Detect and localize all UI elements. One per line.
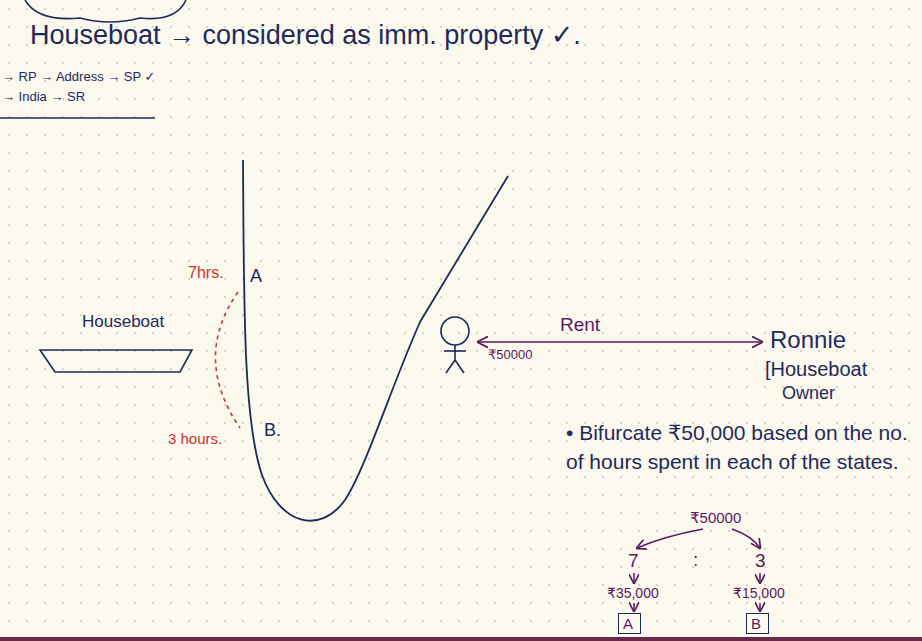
river-line [243,160,508,521]
underline [0,117,155,119]
role-label: [Houseboat [765,358,867,381]
time-label: 3 hours. [168,430,222,447]
role-label: Owner [782,383,835,404]
ratio-part: 3 [755,550,766,572]
boat-label: Houseboat [82,312,164,332]
answer-box: A [618,613,641,634]
amount-label: ₹50000 [690,509,741,526]
rent-arrow [478,341,762,343]
person-name: Ronnie [770,326,846,354]
boat-shape [40,350,192,372]
heading: Houseboat → considered as imm. property … [30,20,581,51]
ratio-part: 7 [628,550,639,572]
note-line: → India → SR [2,90,85,105]
note-line: → RP → Address → SP ✓ [2,70,155,85]
route-arc [215,292,240,428]
box-letter: A [623,615,636,632]
answer-box: B [746,613,769,634]
bottom-bar [0,637,922,641]
point-label: A [250,266,262,287]
point-label: B. [264,420,281,441]
arrow-label: Rent [560,314,600,336]
amount-label: ₹35,000 [607,585,659,601]
ratio-sign: : [693,549,698,571]
time-label: 7hrs. [188,264,224,282]
stick-figure [441,317,469,373]
amount-label: ₹50000 [488,348,532,363]
box-letter: B [751,615,764,632]
note-text: • Bifurcate ₹50,000 based on the no. of … [566,418,918,477]
cloud-outline [25,0,186,22]
amount-label: ₹15,000 [733,585,785,601]
